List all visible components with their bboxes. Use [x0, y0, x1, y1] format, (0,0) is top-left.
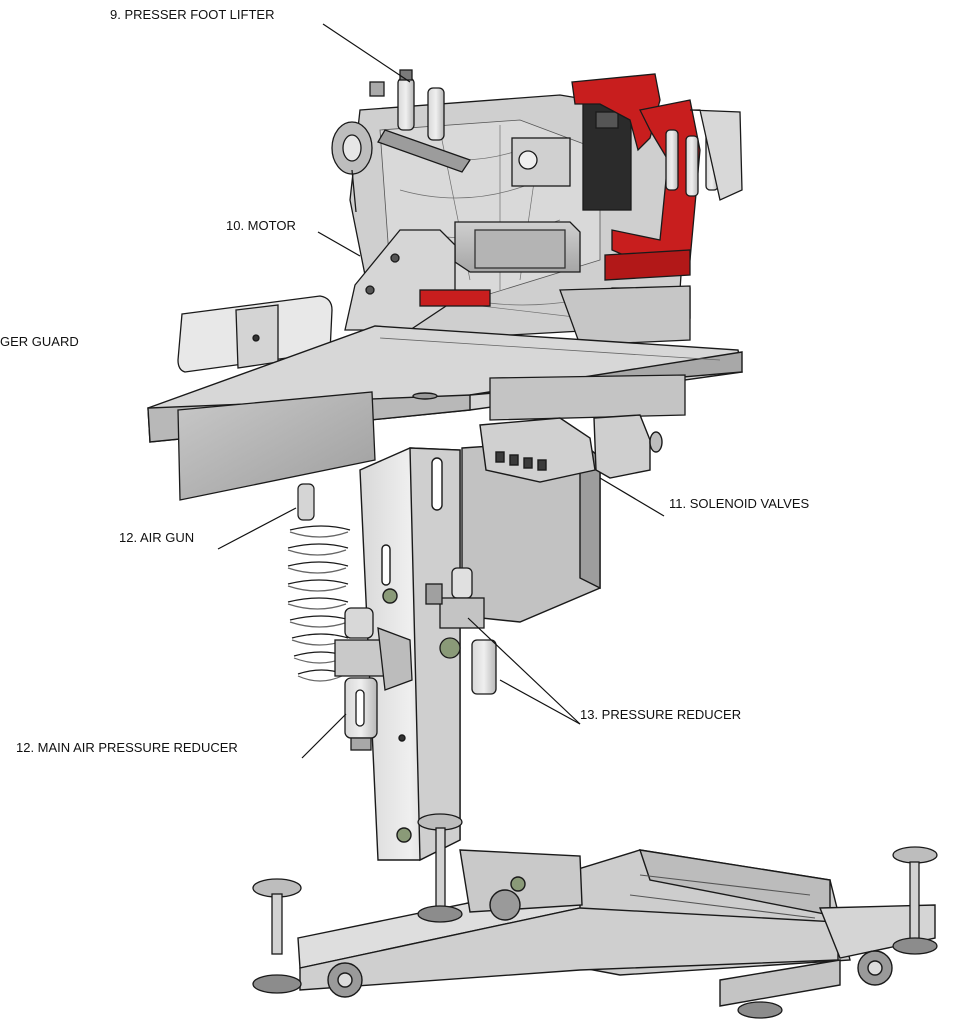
drawer-box — [177, 374, 686, 501]
label-solenoid-valves: 11. SOLENOID VALVES — [669, 496, 810, 511]
leader-pressure-reducer-1 — [467, 617, 581, 725]
leader-pressure-reducer-2 — [499, 679, 581, 725]
leader-main-air-pressure-reducer — [301, 713, 347, 759]
finger-guard — [177, 295, 333, 373]
leader-air-gun — [217, 507, 297, 550]
leveling-feet — [252, 813, 938, 1019]
leader-solenoid-valves — [599, 477, 665, 517]
label-air-gun: 12. AIR GUN — [119, 530, 195, 545]
sewing-head — [331, 69, 743, 346]
leader-presser-foot-lifter — [322, 23, 411, 83]
pressure-reducers — [425, 567, 497, 695]
label-presser-foot-lifter: 9. PRESSER FOOT LIFTER — [110, 7, 275, 22]
leader-lines — [217, 23, 665, 759]
air-gun-hose — [287, 483, 351, 682]
control-box — [461, 414, 663, 623]
main-air-pressure-reducer — [334, 607, 413, 751]
base-frame — [297, 849, 936, 1007]
label-finger-guard: GER GUARD — [0, 334, 79, 349]
label-motor: 10. MOTOR — [226, 218, 296, 233]
label-pressure-reducer: 13. PRESSURE REDUCER — [580, 707, 742, 722]
label-main-air-pressure-reducer: 12. MAIN AIR PRESSURE REDUCER — [16, 740, 238, 755]
leader-motor — [317, 231, 361, 257]
